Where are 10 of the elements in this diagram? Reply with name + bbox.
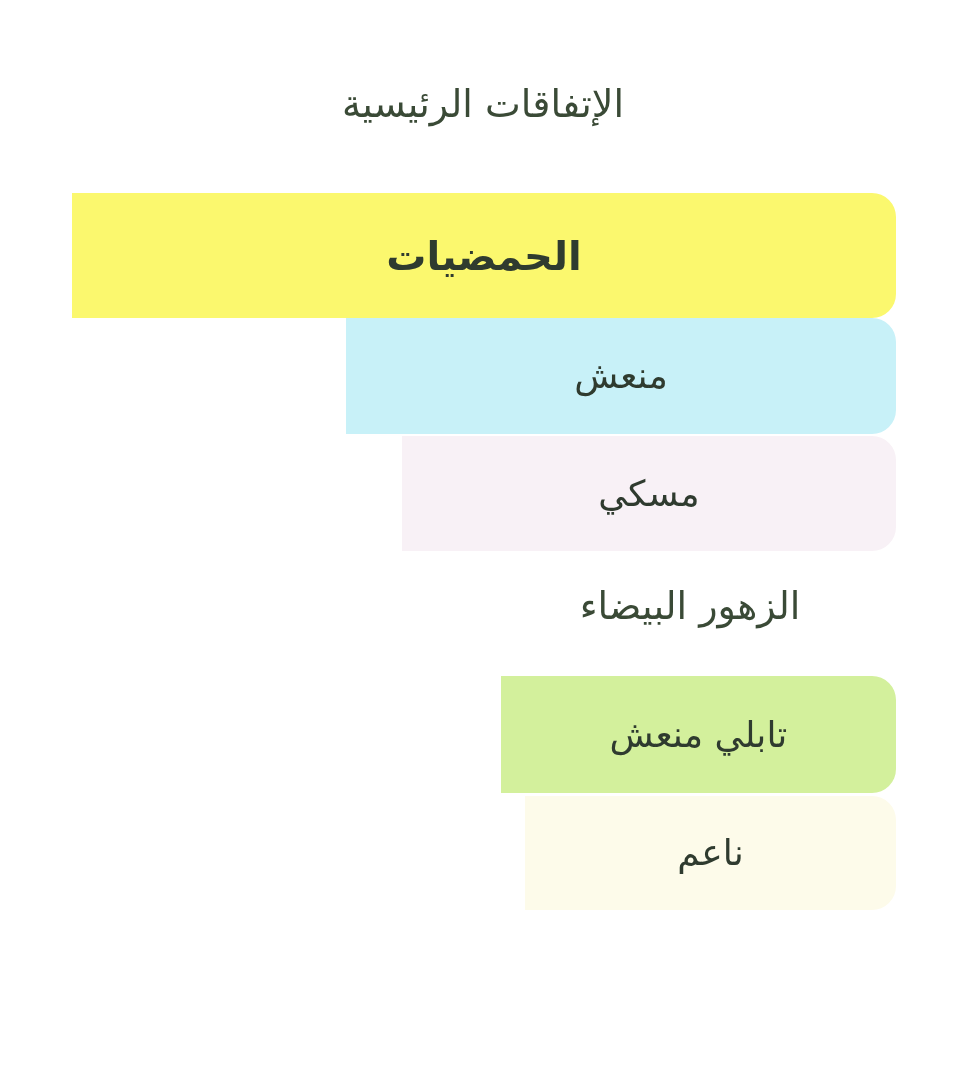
accord-name: الحمضيات	[386, 231, 582, 280]
accord-bar	[501, 676, 896, 793]
accord-name: منعش	[574, 354, 668, 398]
accord-bar	[72, 193, 896, 318]
accord-name: الزهور البيضاء	[579, 584, 801, 628]
chart-title: الإتفاقات الرئيسية	[341, 82, 625, 126]
accord-name: ناعم	[677, 831, 744, 875]
accord-name: تابلي منعش	[609, 712, 788, 757]
accord-name: مسكي	[598, 471, 700, 516]
accord-bar	[346, 318, 896, 434]
